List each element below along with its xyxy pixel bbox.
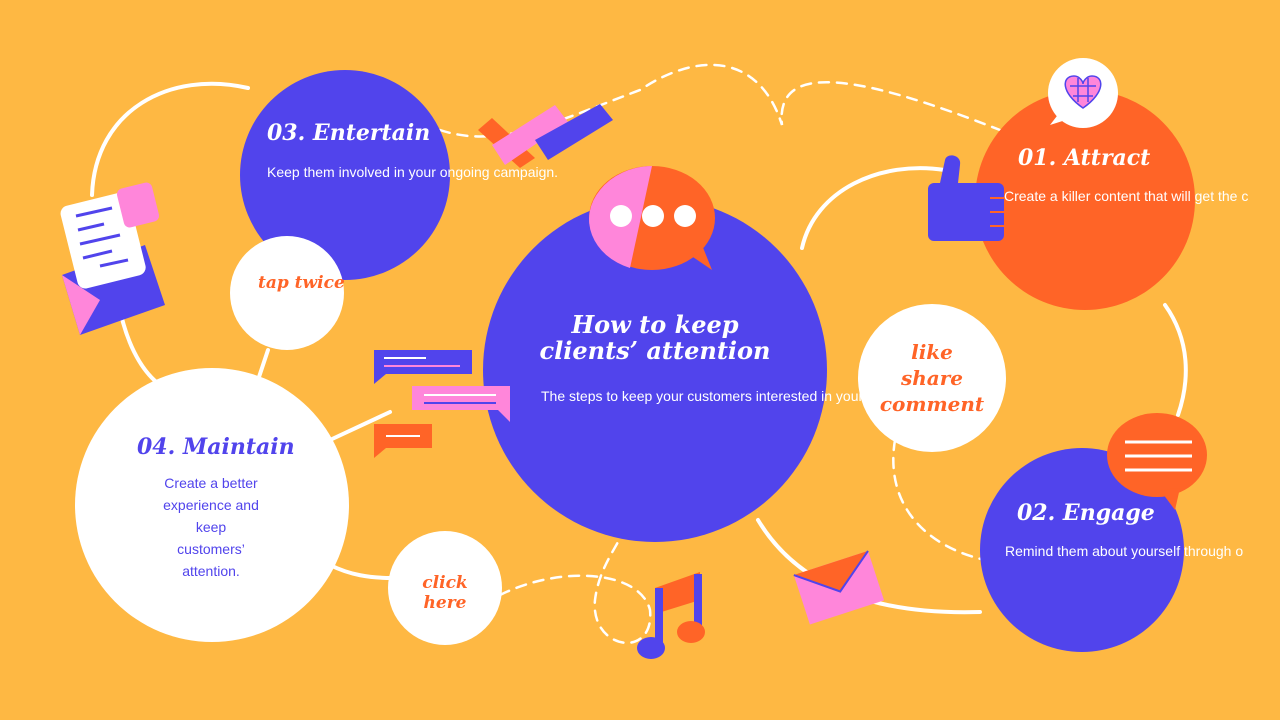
engage-title: 02. Engage	[1017, 500, 1155, 526]
maintain-text-line: experience and	[163, 497, 259, 513]
circle-engage	[980, 448, 1184, 652]
comment-label[interactable]: comment	[879, 392, 985, 416]
circle-attract	[975, 90, 1195, 310]
chat-bubble-icon	[589, 166, 715, 270]
connector-tap-maintain	[256, 348, 270, 382]
dashed-path-right	[892, 438, 987, 562]
center-subtitle: The steps to keep your customers interes…	[541, 388, 969, 404]
connector-maintain-center	[328, 410, 392, 442]
click-label-line2[interactable]: here	[423, 593, 467, 613]
attract-text: Create a killer content that will get th…	[1004, 188, 1249, 204]
connector-arc-top-right	[800, 166, 947, 250]
circle-like	[858, 304, 1006, 452]
entertain-title: 03. Entertain	[267, 120, 431, 146]
click-label-line1[interactable]: click	[422, 573, 468, 593]
engage-text: Remind them about yourself through o	[1005, 543, 1244, 559]
like-label[interactable]: like	[911, 340, 953, 364]
center-title-line1: How to keep	[571, 310, 739, 339]
envelope-icon	[793, 550, 885, 625]
music-note-icon	[637, 572, 705, 659]
maintain-text-line: attention.	[182, 563, 240, 579]
checkmark-icon	[478, 104, 613, 168]
heart-bubble-icon	[1048, 58, 1118, 128]
circle-center	[483, 198, 827, 542]
maintain-title: 04. Maintain	[137, 434, 295, 460]
center-title-line2: clients’ attention	[539, 336, 771, 365]
circle-click	[388, 531, 502, 645]
maintain-text-line: Create a better	[164, 475, 258, 491]
letter-icon	[60, 182, 165, 335]
message-bubble-icon	[374, 350, 510, 458]
maintain-text-line: keep	[195, 519, 227, 535]
circle-entertain	[240, 70, 450, 280]
dashed-path-bottom	[498, 508, 652, 645]
circle-maintain	[75, 368, 349, 642]
tap-twice-label[interactable]: tap twice	[258, 273, 345, 293]
connector-arc-right	[1163, 303, 1188, 417]
connector-maintain-click	[328, 563, 394, 580]
share-label[interactable]: share	[900, 366, 964, 390]
connector-arc-top-left	[90, 81, 250, 197]
maintain-text: Create a better experience and keep cust…	[136, 472, 286, 582]
circle-tap	[230, 236, 344, 350]
attract-title: 01. Attract	[1018, 145, 1151, 171]
maintain-text-line: customers’	[177, 541, 245, 557]
entertain-text: Keep them involved in your ongoing campa…	[267, 164, 559, 180]
thumbs-up-icon	[928, 155, 1004, 241]
chat-lines-icon	[1107, 413, 1207, 510]
